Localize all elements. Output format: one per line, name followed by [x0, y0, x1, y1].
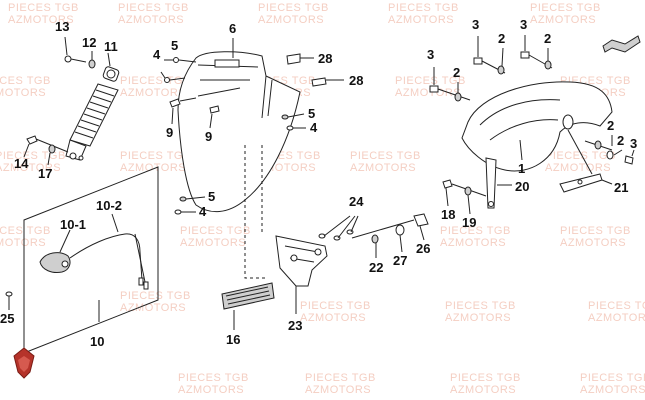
callout-14: 14: [14, 156, 29, 171]
callout-10-1: 10-1: [60, 217, 87, 232]
screws-24-drawing: [318, 215, 359, 241]
callout-28: 28: [349, 73, 364, 88]
callout-17: 17: [38, 166, 53, 181]
license-light-assembly-drawing: [23, 166, 159, 354]
callout-5: 5: [208, 189, 216, 204]
callout-9: 9: [166, 125, 174, 140]
callout-27: 27: [393, 253, 408, 268]
bracket-21-drawing: [559, 129, 613, 193]
screws-4-5-drawing: [160, 57, 197, 83]
mudguard-bolts-drawing: [429, 35, 553, 102]
callout-2: 2: [607, 118, 615, 133]
callout-19: 19: [462, 215, 477, 230]
callout-26: 26: [416, 241, 431, 256]
screws-right-drawing: [281, 113, 306, 131]
callout-10-2: 10-2: [96, 198, 123, 213]
callout-4: 4: [310, 120, 318, 135]
bolts-9-drawing: [169, 97, 220, 129]
callout-2: 2: [453, 65, 461, 80]
callout-11: 11: [104, 39, 118, 54]
clip-top-right-drawing: [602, 35, 641, 53]
clip-28-drawing: [286, 53, 344, 87]
hardware-22-27-26-drawing: [351, 213, 429, 258]
bracket-20-drawing: [485, 157, 512, 209]
callout-4: 4: [153, 47, 161, 62]
plate-bracket-drawing: [275, 235, 328, 314]
callout-3: 3: [630, 136, 638, 151]
mudguard-right-bolts-drawing: [584, 135, 635, 165]
callout-3: 3: [520, 17, 528, 32]
screw-25-drawing: [5, 291, 13, 310]
callout-21: 21: [614, 180, 629, 195]
front-mudguard-drawing: [461, 81, 613, 172]
rear-mudguard-drawing: [177, 38, 301, 213]
reflector-16-drawing: [221, 282, 275, 330]
callout-3: 3: [427, 47, 435, 62]
callout-2: 2: [498, 31, 506, 46]
callout-13: 13: [55, 19, 70, 34]
washer-12-drawing: [88, 51, 96, 69]
callout-10: 10: [90, 334, 105, 349]
callout-2: 2: [617, 133, 625, 148]
callout-12: 12: [82, 35, 97, 50]
callout-25: 25: [0, 311, 15, 326]
callout-3: 3: [472, 17, 480, 32]
callout-20: 20: [515, 179, 530, 194]
callout-5: 5: [308, 106, 316, 121]
callout-28: 28: [318, 51, 333, 66]
callout-6: 6: [229, 21, 237, 36]
screws-lower-drawing: [174, 196, 206, 215]
bolt-14-drawing: [23, 135, 69, 158]
callout-4: 4: [199, 204, 207, 219]
callout-18: 18: [441, 207, 456, 222]
callout-2: 2: [544, 31, 552, 46]
callout-16: 16: [226, 332, 241, 347]
nut-17-drawing: [47, 144, 56, 166]
callout-9: 9: [205, 129, 213, 144]
callout-23: 23: [288, 318, 303, 333]
bolt-18-19-drawing: [442, 179, 487, 215]
callout-22: 22: [369, 260, 384, 275]
bolt-13-drawing: [64, 36, 87, 63]
shock-absorber-drawing: [65, 66, 120, 161]
callout-1: 1: [518, 161, 526, 176]
callout-24: 24: [349, 194, 364, 209]
brand-logo: [13, 347, 35, 379]
callout-5: 5: [171, 38, 179, 53]
